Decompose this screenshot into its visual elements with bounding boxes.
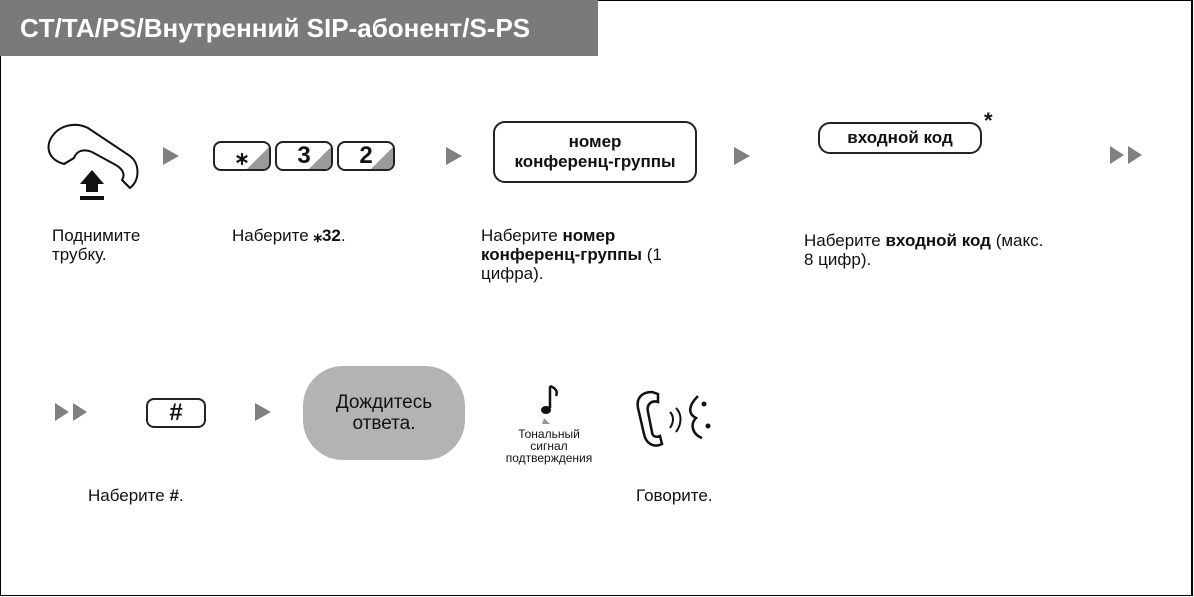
arrow-icon [163, 147, 179, 165]
caption-conference-group: Наберите номер конференц-группы (1 цифра… [481, 226, 662, 283]
arrow-icon [734, 147, 750, 165]
arrow-icon [446, 147, 462, 165]
talking-handset-icon [636, 390, 711, 447]
confirmation-tone-label: Тональный сигнал подтверждения [505, 427, 593, 465]
key-2: 2 [337, 141, 395, 171]
caption-lift-handset: Поднимите трубку. [52, 226, 141, 264]
key-star: ⁎ [213, 141, 271, 171]
header-banner: CT/TA/PS/Внутренний SIP-абонент/S-PS [0, 0, 598, 56]
key-hash: # [146, 398, 206, 428]
caption-talk: Говорите. [636, 486, 713, 505]
arrow-icon [255, 403, 271, 421]
caption-dial-code: Наберите ⁎32. [232, 226, 346, 245]
header-title: CT/TA/PS/Внутренний SIP-абонент/S-PS [20, 13, 531, 43]
caption-dial-hash: Наберите #. [88, 486, 184, 505]
double-arrow-icon [55, 403, 87, 421]
handset-off-hook-icon [47, 123, 139, 200]
double-arrow-icon [1110, 146, 1142, 164]
conference-group-number-box: номер конференц-группы [493, 121, 697, 183]
wait-for-answer-pill: Дождитесь ответа. [303, 366, 465, 460]
caption-entry-code: Наберите входной код (макс. 8 цифр). [804, 231, 1044, 269]
asterisk-note: * [984, 108, 993, 133]
dial-keys: ⁎ 3 2 [213, 141, 399, 171]
key-3: 3 [275, 141, 333, 171]
entry-code-box: входной код [818, 122, 982, 154]
music-note-icon [541, 384, 558, 424]
